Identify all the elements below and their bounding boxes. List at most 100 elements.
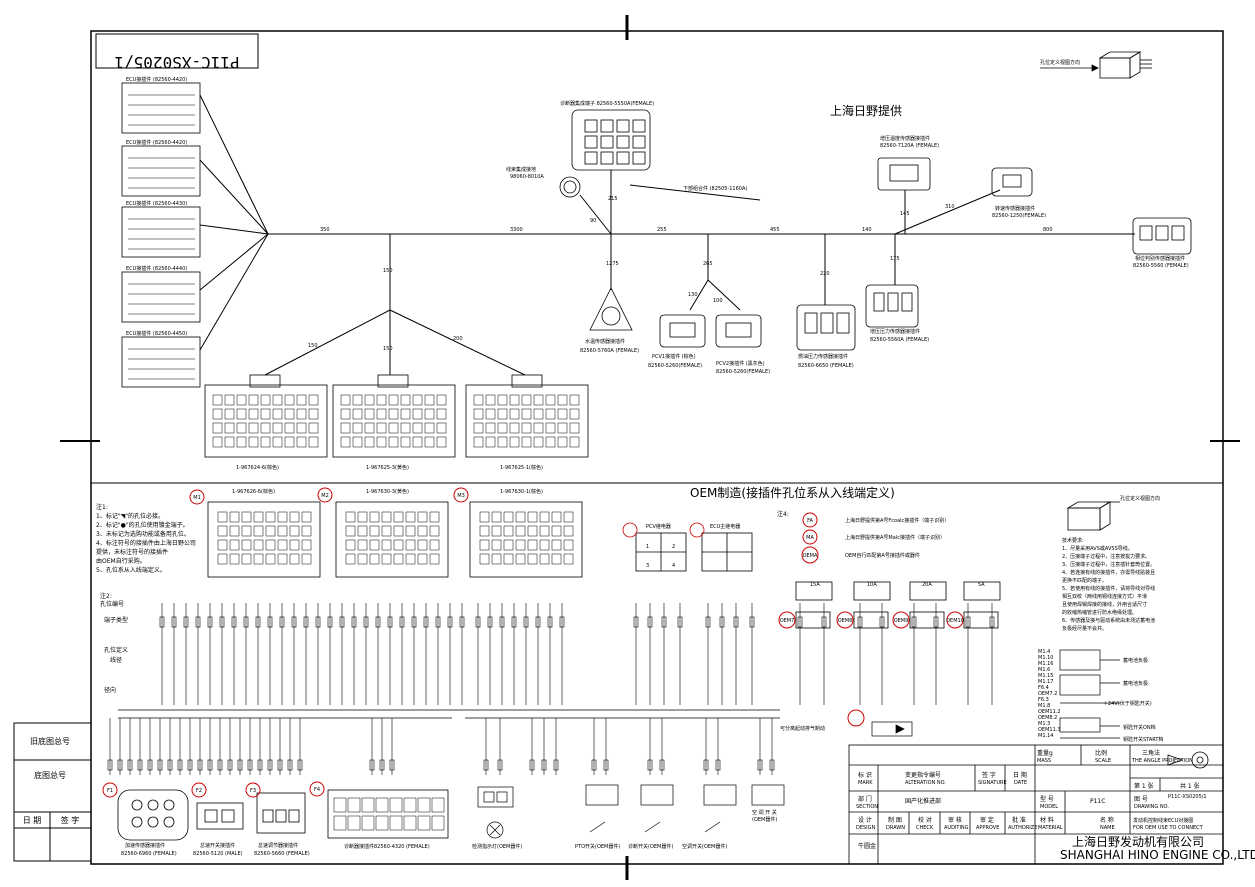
svg-text:1-967630-1(棕色): 1-967630-1(棕色)	[500, 488, 543, 495]
svg-text:部 门: 部 门	[858, 795, 872, 803]
ecu-connector-label: ECU接插件 (82560-4430)	[126, 200, 187, 207]
title-block	[848, 744, 1224, 865]
main-connector-label: 诊断器集成端子 82560-5550A(FEMALE)	[560, 100, 654, 107]
svg-text:诊断开关(OEM器件): 诊断开关(OEM器件)	[628, 843, 673, 850]
svg-text:加速传感器接插件: 加速传感器接插件	[125, 842, 165, 849]
bottom-connector-labels: F1 加速传感器接插件 82560-6960 (FEMALE) F2 怠速开关接…	[102, 781, 430, 857]
svg-text:1-967625-3(黄色): 1-967625-3(黄色)	[366, 464, 409, 471]
svg-text:2、压接端子过程中，注意按拔力要求。: 2、压接端子过程中，注意按拔力要求。	[1062, 553, 1150, 560]
view-direction-label-2: 孔位定义视图方向	[1120, 495, 1160, 502]
svg-text:M1: M1	[193, 495, 201, 501]
svg-text:MARK: MARK	[858, 780, 873, 786]
svg-text:三角法: 三角法	[1142, 749, 1160, 757]
company-name: 上海日野发动机有限公司	[1072, 834, 1204, 849]
svg-text:OEM7: OEM7	[780, 618, 795, 624]
svg-text:燃油压力传感器接插件: 燃油压力传感器接插件	[798, 353, 848, 360]
svg-text:1、尽量采用AVS或AVSS导线。: 1、尽量采用AVS或AVSS导线。	[1062, 545, 1133, 552]
svg-text:重量g: 重量g	[1037, 749, 1053, 757]
ecu-connector-column	[121, 82, 201, 388]
svg-text:FA: FA	[807, 518, 813, 524]
svg-text:钥匙开关ON档: 钥匙开关ON档	[1123, 724, 1156, 731]
relays	[622, 522, 753, 572]
power-pin-label: OEM8.2	[1038, 715, 1057, 721]
svg-text:140: 140	[862, 227, 872, 233]
svg-text:4、若连接有线的接插件，亦需导线贴装且: 4、若连接有线的接插件，亦需导线贴装且	[1062, 569, 1155, 576]
large-connector-cells	[212, 394, 580, 448]
svg-text:90: 90	[590, 218, 596, 224]
note1: 注1: 1、标记"◥"的孔位必接。 2、标记"●"的孔位使用镀金端子。 3、未标…	[96, 503, 196, 574]
ecu-connector-label: ECU接插件 (82560-4420)	[126, 76, 187, 83]
m-markers: M1 M2 M3	[189, 487, 469, 505]
svg-text:型 号: 型 号	[1040, 795, 1054, 803]
power-pin-label: M1.10	[1038, 655, 1053, 661]
svg-text:MATERIAL: MATERIAL	[1038, 825, 1063, 831]
svg-text:蓄电池负极: 蓄电池负极	[1123, 680, 1148, 687]
ecu-connector-labels: ECU接插件 (82560-4420) ECU接插件 (82560-4420) …	[126, 76, 187, 337]
svg-text:M2: M2	[321, 493, 329, 499]
power-pin-label: OEM11.2	[1038, 709, 1061, 715]
ground-terminal-label: 线束集成接地	[506, 166, 536, 173]
svg-text:PCV继电器: PCV继电器	[646, 523, 671, 530]
svg-text:MODEL: MODEL	[1040, 804, 1058, 810]
svg-text:265: 265	[703, 261, 713, 267]
svg-text:3、压接端子过程中，注意插针套筒位置。: 3、压接端子过程中，注意插针套筒位置。	[1062, 561, 1155, 568]
svg-text:200: 200	[453, 336, 463, 342]
drawing-number-box: P11C-XS0205/1	[95, 33, 259, 72]
svg-text:1、标记"◥"的孔位必接。: 1、标记"◥"的孔位必接。	[96, 512, 164, 520]
svg-text:DRAWING NO.: DRAWING NO.	[1134, 804, 1169, 810]
svg-text:20A: 20A	[922, 582, 932, 588]
svg-text:82560-5260(FEMALE): 82560-5260(FEMALE)	[716, 369, 770, 375]
svg-text:共 1 张: 共 1 张	[1180, 782, 1200, 790]
svg-text:钥匙开关START档: 钥匙开关START档	[1123, 736, 1163, 743]
svg-text:F3: F3	[250, 788, 256, 794]
svg-text:径向: 径向	[104, 686, 116, 694]
svg-text:5A: 5A	[978, 582, 985, 588]
fuses	[795, 581, 1001, 629]
svg-text:标 识: 标 识	[858, 771, 872, 779]
svg-text:DRAWN: DRAWN	[886, 825, 905, 831]
svg-text:变更指令编号: 变更指令编号	[905, 771, 941, 779]
svg-text:4: 4	[672, 563, 675, 569]
svg-text:3、未标记为选购功能或备用孔位。: 3、未标记为选购功能或备用孔位。	[96, 530, 190, 538]
svg-text:设 计: 设 计	[858, 816, 872, 824]
svg-text:第 1 张: 第 1 张	[1134, 782, 1154, 790]
sheet-border	[60, 15, 1240, 880]
svg-text:且使用焊锡焊接的接线，外用合适尺寸: 且使用焊锡焊接的接线，外用合适尺寸	[1062, 601, 1147, 608]
svg-text:批 准: 批 准	[1012, 816, 1026, 824]
svg-text:OEM9: OEM9	[894, 618, 909, 624]
svg-text:CHECK: CHECK	[916, 825, 934, 831]
fuse-labels: 15A 10A 20A 5A OEM7 OEM8 OEM9 OEM10	[778, 582, 985, 629]
svg-text:P11C-XS0205/1: P11C-XS0205/1	[1168, 794, 1207, 800]
wire-bus-lines	[118, 709, 780, 719]
svg-text:1: 1	[646, 544, 649, 550]
tech-requirements: 技术要求: 1、尽量采用AVS或AVSS导线。 2、压接端子过程中，注意按拔力要…	[1062, 537, 1155, 632]
drawing-number: P11C-XS0205/1	[114, 53, 239, 72]
svg-text:DESIGN: DESIGN	[856, 825, 876, 831]
large-connector-labels: 1-967624-6(棕色) 1-967625-3(黄色) 1-967625-1…	[236, 464, 543, 471]
svg-text:150: 150	[308, 343, 318, 349]
svg-text:水温传感器接插件: 水温传感器接插件	[585, 338, 625, 345]
svg-text:175: 175	[890, 256, 900, 262]
svg-text:1-967624-6(棕色): 1-967624-6(棕色)	[236, 464, 279, 471]
svg-text:3300: 3300	[510, 227, 523, 233]
svg-text:名 称: 名 称	[1100, 816, 1114, 824]
svg-text:牛圆金: 牛圆金	[858, 842, 876, 850]
svg-text:82560-5120 (MALE): 82560-5120 (MALE)	[193, 851, 243, 857]
lower-part-label: 下部组合件 (82505-1160A)	[683, 185, 747, 192]
svg-text:＋24V(伏于钥匙开关): ＋24V(伏于钥匙开关)	[1103, 700, 1152, 707]
svg-text:PCV2接插件 (黑灰色): PCV2接插件 (黑灰色)	[716, 360, 765, 367]
oem-connectors	[207, 501, 583, 578]
svg-text:SCALE: SCALE	[1095, 758, 1111, 764]
svg-text:5、若使用有线的接插件，请将导线对导线: 5、若使用有线的接插件，请将导线对导线	[1062, 585, 1155, 592]
power-pin-label: OEM11.3	[1038, 727, 1061, 733]
svg-text:82560-5660 (FEMALE): 82560-5660 (FEMALE)	[254, 851, 310, 857]
svg-text:上海日野提供第A号Fcoalc接插件（端子识别）: 上海日野提供第A号Fcoalc接插件（端子识别）	[845, 517, 949, 524]
svg-text:150: 150	[383, 346, 393, 352]
svg-text:孔位编号: 孔位编号	[100, 600, 124, 608]
svg-text:MASS: MASS	[1037, 758, 1051, 764]
power-labels: 蓄电池负极 蓄电池负极 ＋24V(伏于钥匙开关) 钥匙开关ON档 钥匙开关STA…	[1103, 657, 1163, 743]
old-base-number-label: 旧底图总号	[30, 736, 70, 746]
svg-text:审 核: 审 核	[948, 816, 962, 824]
sensor-labels-top: 增压温度传感器接插件 82560-7120A (FEMALE) 转速传感器接插件…	[580, 135, 1189, 375]
svg-text:2、标记"●"的孔位使用镀金端子。: 2、标记"●"的孔位使用镀金端子。	[96, 521, 189, 529]
